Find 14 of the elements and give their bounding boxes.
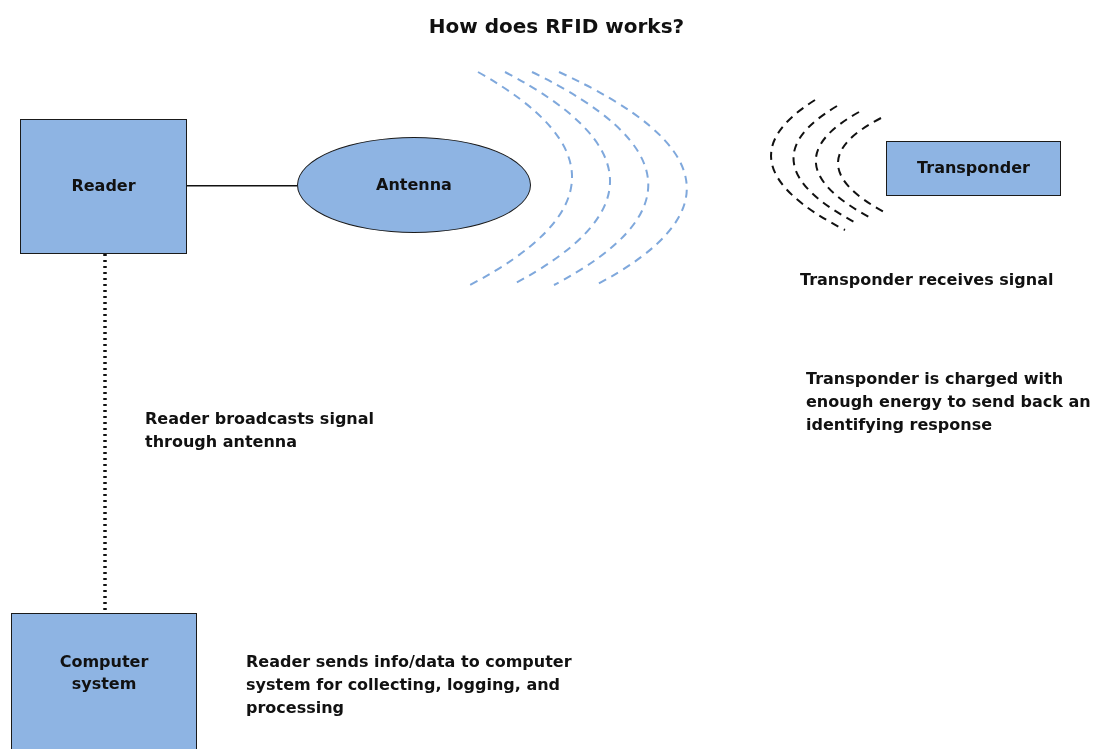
node-label: Computer system (58, 650, 150, 695)
description-text: Reader sends info/data to computer system for collecting, logging, and processing (246, 651, 573, 720)
process-box (886, 141, 1061, 196)
node-label: Antenna (376, 173, 452, 196)
description-text: Transponder is charged with enough energy to send back an identifying response (806, 368, 1092, 437)
process-box (20, 119, 187, 254)
dotted-connector (103, 254, 107, 613)
diagram-title: How does RFID works? (427, 14, 686, 38)
description-text: Reader broadcasts signal through antenna (145, 408, 375, 454)
node-label: Reader (71, 175, 136, 198)
connector-line (186, 185, 298, 187)
node-label: Transponder (917, 157, 1030, 180)
description-text: Transponder receives signal (800, 269, 1055, 291)
process-box (11, 613, 197, 749)
